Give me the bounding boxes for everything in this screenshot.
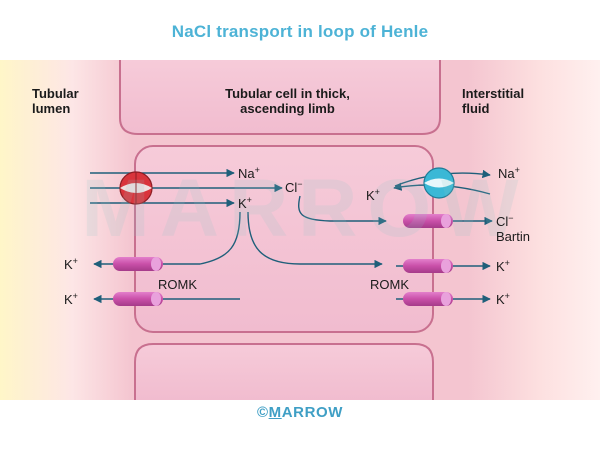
- interstitial-region-label: Interstitial fluid: [462, 86, 525, 116]
- romk-channel-basolateral-1: [403, 259, 453, 273]
- k-lumen-label-1: K+: [64, 256, 78, 273]
- romk-channel-apical-2: [113, 292, 163, 306]
- cl-cell-label: Cl−: [285, 179, 303, 196]
- romk-basolateral-label: ROMK: [370, 277, 409, 292]
- watermark: MARROW: [81, 163, 529, 254]
- na-k-pump-icon: [423, 167, 455, 199]
- k-pump-label: K+: [366, 187, 380, 204]
- bartin-channel: [403, 214, 453, 228]
- romk-apical-label: ROMK: [158, 277, 197, 292]
- thick-ascending-limb-cell: [134, 145, 434, 333]
- romk-channel-basolateral-2: [403, 292, 453, 306]
- diagram-title: NaCl transport in loop of Henle: [171, 22, 429, 41]
- k-interstitial-label-2: K+: [496, 291, 510, 308]
- nkcc-transporter-icon: [119, 171, 153, 205]
- na-cell-label: Na+: [238, 165, 260, 182]
- cl-to-bartin-arrow: [298, 195, 387, 226]
- cell-region-label: Tubular cell in thick, ascending limb: [225, 86, 350, 116]
- lumen-region-label: Tubular lumen: [32, 86, 79, 116]
- lower-cell: [134, 343, 434, 400]
- k-interstitial-label-1: K+: [496, 258, 510, 275]
- k-cell-label: K+: [238, 195, 252, 212]
- na-interstitial-label: Na+: [498, 165, 520, 182]
- copyright-footer: ©MARROW: [256, 404, 344, 421]
- bartin-label: Bartin: [496, 229, 530, 244]
- romk-channel-apical-1: [113, 257, 163, 271]
- k-lumen-label-2: K+: [64, 291, 78, 308]
- cl-interstitial-label: Cl−: [496, 213, 514, 230]
- upper-cell: [119, 60, 441, 135]
- k-recycle-arrow: [93, 211, 241, 269]
- k-basolateral-arrow: [247, 211, 383, 269]
